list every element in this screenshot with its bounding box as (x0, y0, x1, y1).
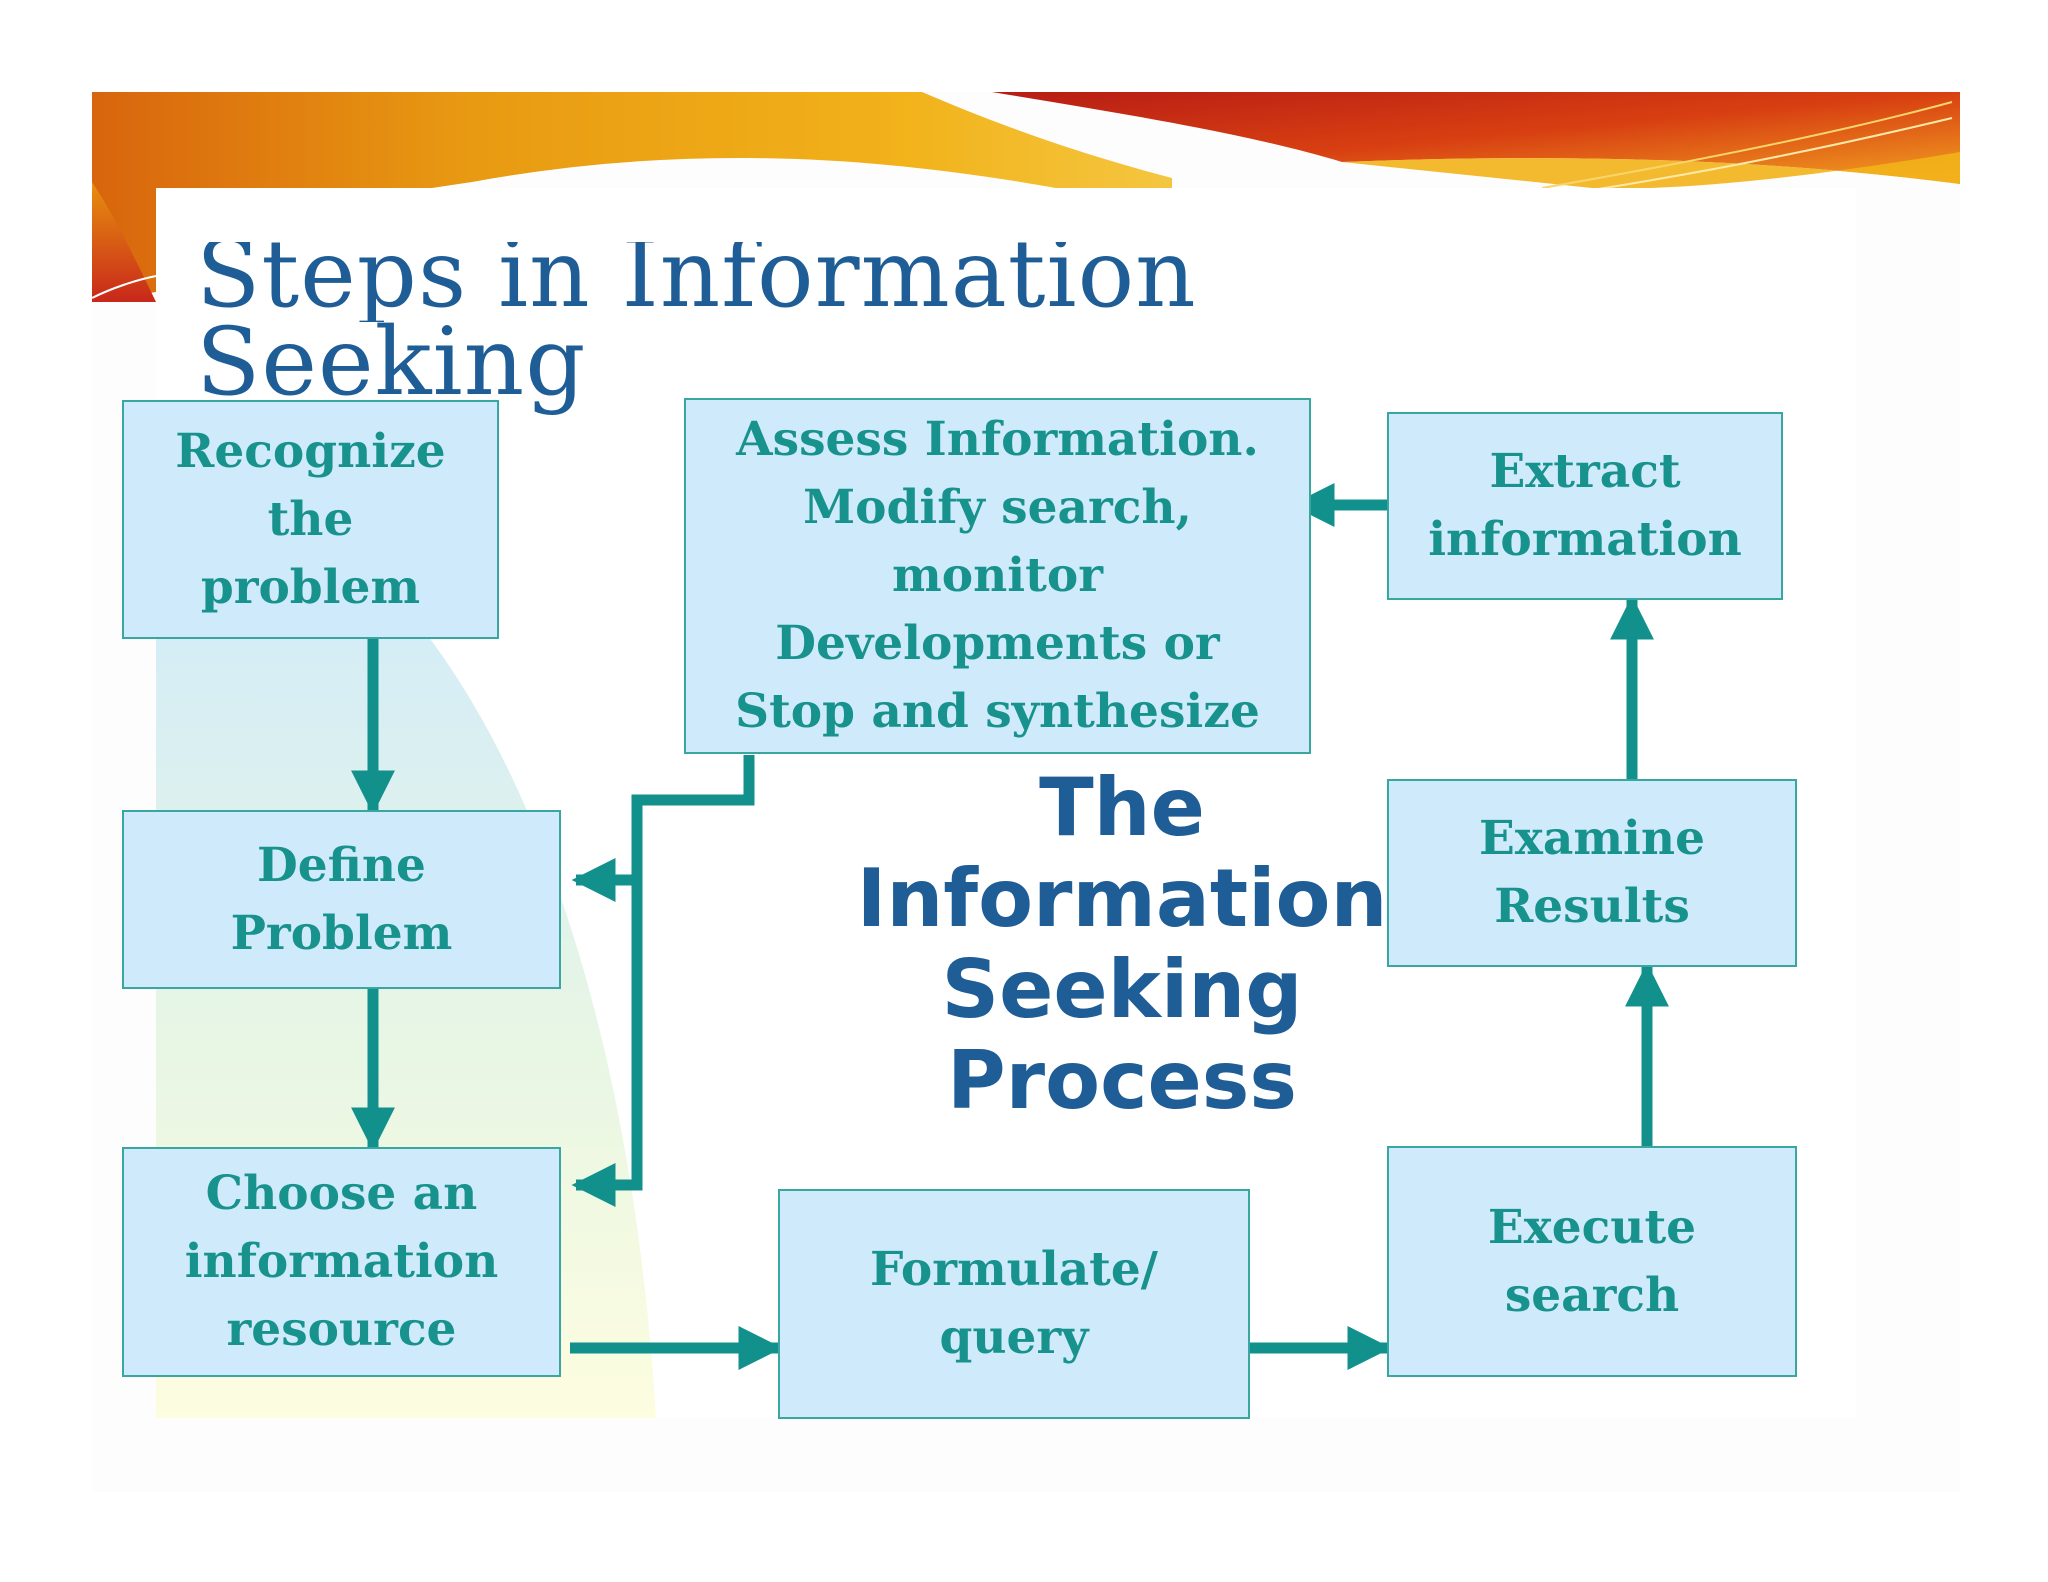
node-text: information (184, 1234, 499, 1289)
node-text: Execute (1487, 1199, 1697, 1255)
node-text: Examine (1479, 811, 1705, 866)
node-text: Extract (1489, 444, 1681, 499)
node-formulate-query: Formulate/ query (778, 1189, 1250, 1419)
banner-thin-line-1 (1541, 101, 1953, 189)
node-text: resource (226, 1302, 457, 1357)
slide-page: Steps in Information Seeking (92, 92, 1960, 1492)
slide-title-line-1: Steps in Information (196, 220, 1197, 329)
node-text: problem (200, 559, 421, 615)
banner-thin-line-left (92, 275, 157, 299)
banner-left-red (92, 182, 156, 302)
node-execute-search: Execute search (1387, 1146, 1797, 1377)
node-text: the (267, 491, 354, 547)
node-text: Choose an (205, 1166, 478, 1221)
node-text: Recognize (175, 423, 446, 479)
center-label-line: Information (856, 852, 1388, 945)
slide-title-line-2: Seeking (196, 308, 587, 417)
node-text: Formulate/ (870, 1242, 1158, 1297)
node-text: search (1504, 1267, 1680, 1323)
node-text: Modify search, (803, 480, 1192, 535)
node-examine-results: Examine Results (1387, 779, 1797, 967)
node-text: Problem (230, 905, 453, 961)
banner-orange-swoosh (92, 92, 1172, 302)
node-text: Assess Information. (736, 412, 1259, 467)
center-label-line: Seeking (941, 943, 1303, 1036)
node-choose-resource: Choose an information resource (122, 1147, 561, 1377)
node-text: query (939, 1310, 1089, 1365)
banner-red-swoosh (992, 92, 1960, 184)
node-text: Define (257, 837, 426, 893)
decorative-banner (92, 92, 1960, 302)
node-recognize-problem: Recognize the problem (122, 400, 499, 639)
center-label-line: Process (947, 1034, 1297, 1127)
node-extract-information: Extract information (1387, 412, 1783, 600)
node-text: information (1428, 512, 1742, 567)
node-text: monitor (892, 548, 1103, 603)
diagram-center-label: The Information Seeking Process (782, 762, 1462, 1126)
node-text: Stop and synthesize (735, 684, 1260, 739)
banner-thin-line-2 (1591, 117, 1953, 191)
node-define-problem: Define Problem (122, 810, 561, 989)
banner-orange-right (1342, 152, 1960, 189)
node-text: Developments or (775, 616, 1220, 671)
node-text: Results (1494, 879, 1690, 934)
node-assess-information: Assess Information. Modify search, monit… (684, 398, 1311, 754)
center-label-line: The (1039, 761, 1205, 854)
